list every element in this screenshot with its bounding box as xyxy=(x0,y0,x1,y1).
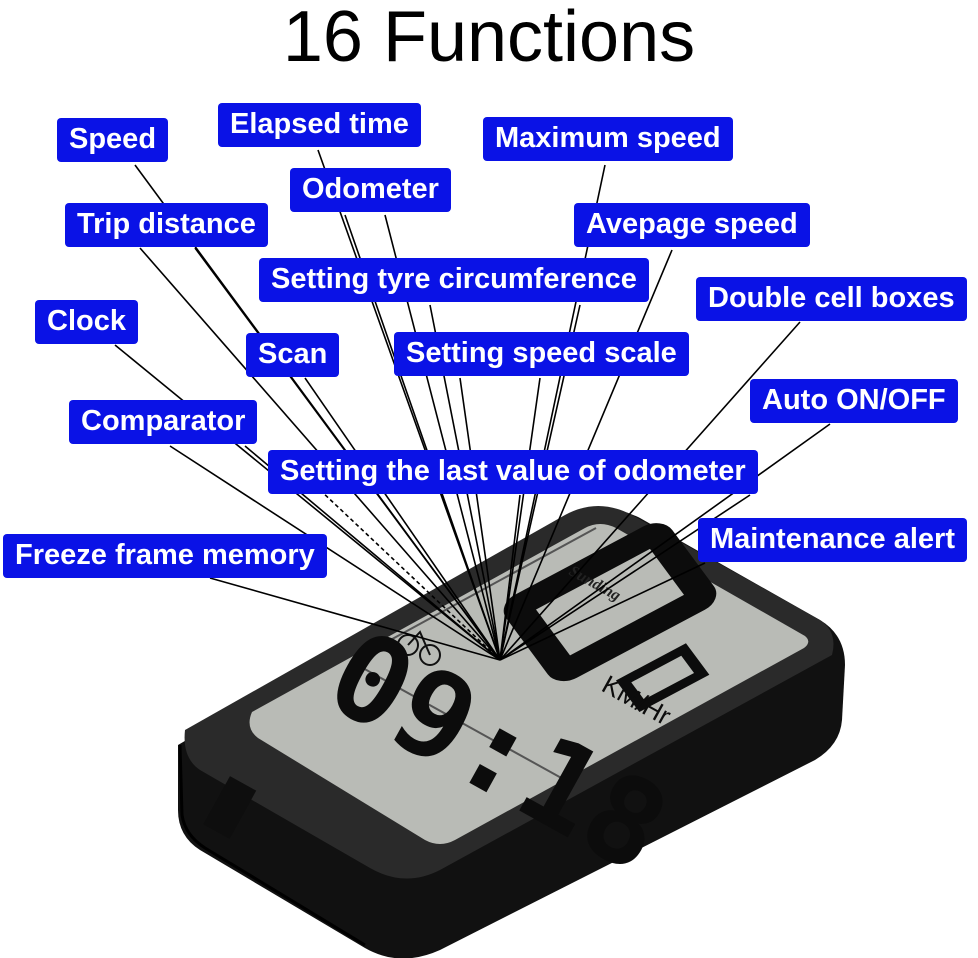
label-comparator: Comparator xyxy=(69,400,258,444)
label-maximum-speed: Maximum speed xyxy=(483,117,733,161)
label-auto-on-off: Auto ON/OFF xyxy=(750,379,958,423)
label-clock: Clock xyxy=(35,300,138,344)
leader-line xyxy=(499,423,831,661)
label-setting-last-value-odometer: Setting the last value of odometer xyxy=(268,450,758,494)
bicycle-icon xyxy=(397,630,441,666)
label-average-speed: Avepage speed xyxy=(574,203,810,247)
leader-line xyxy=(319,489,501,661)
label-elapsed-time: Elapsed time xyxy=(218,103,421,147)
leader-line xyxy=(459,377,501,661)
label-odometer: Odometer xyxy=(290,168,451,212)
leader-line xyxy=(499,562,706,661)
leader-line xyxy=(499,377,541,661)
label-setting-speed-scale: Setting speed scale xyxy=(394,332,689,376)
leader-line xyxy=(304,377,501,661)
leader-line xyxy=(114,344,501,661)
leader-line xyxy=(499,164,606,661)
label-scan: Scan xyxy=(246,333,340,377)
label-freeze-frame-memory: Freeze frame memory xyxy=(3,534,327,578)
label-trip-distance: Trip distance xyxy=(65,203,268,247)
page-title: 16 Functions xyxy=(282,0,696,77)
leader-line xyxy=(169,445,501,661)
label-setting-tyre-circumference: Setting tyre circumference xyxy=(259,258,649,302)
leader-line xyxy=(499,494,521,661)
label-maintenance-alert: Maintenance alert xyxy=(698,518,967,562)
label-double-cell-boxes: Double cell boxes xyxy=(696,277,967,321)
label-speed: Speed xyxy=(57,118,169,162)
leader-line xyxy=(209,577,501,661)
